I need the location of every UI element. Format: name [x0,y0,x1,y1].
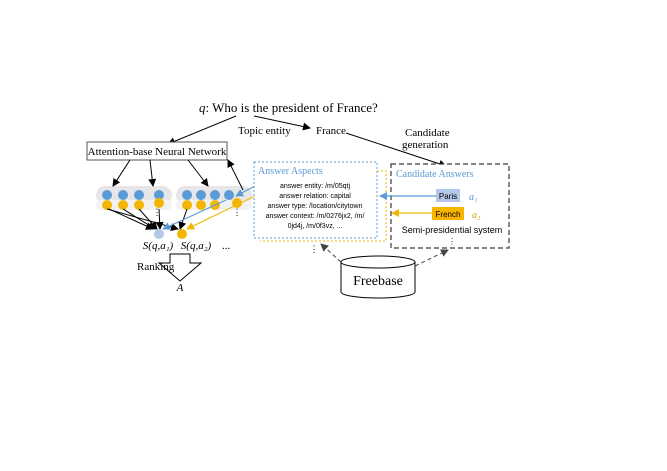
left-node-gold-2 [118,200,128,210]
right-node-3 [210,190,220,200]
right-node-gold-2 [196,200,206,210]
candidate-french-label: French [436,210,461,219]
topic-to-candidates-arrow [345,132,447,168]
question-to-network-arrow [167,115,237,146]
question-prefix: q [199,100,206,115]
left-node-gold-3 [134,200,144,210]
score-node-2 [177,229,187,239]
aspects-gold-arrow [186,195,256,230]
ranking-output: A [176,282,184,294]
aspect-line-1: answer entity: /m/05qtj [280,183,350,190]
candidate-paris-tag [436,189,460,202]
left-node-1 [102,190,112,200]
topic-entity-name: France [316,125,346,137]
left-to-score1-arrow-3 [138,208,158,230]
candidate-paris-label: Paris [439,192,457,201]
question-text: q: Who is the president of France? [199,100,378,115]
aspects-gold-bracket [260,170,387,242]
score-node-1 [154,229,164,239]
candidate-answers-box [390,163,510,249]
right-node-1 [182,190,192,200]
aspect-line-2: answer relation: capital [279,193,351,200]
candidate-paris-symbol: a₁ [469,192,477,203]
net-to-left-arrow-2 [148,159,157,187]
candidate-generation-line2: generation [402,139,449,151]
candidate-french-tag [432,207,464,220]
aspects-blue-arrow-long [162,199,227,230]
candidate-generation-line1: Candidate [405,127,450,139]
freebase-to-aspects-arrow [320,243,342,263]
candidates-vertical-ellipsis: ⋮ [448,237,456,246]
net-to-right-arrow [187,159,209,187]
left-vertical-ellipsis: ⋮ [153,207,162,217]
right-node-2 [196,190,206,200]
candidate-french-symbol: a₂ [472,210,481,221]
aspects-below-ellipsis: ⋮ [310,244,319,254]
ranking-arrow-shape [157,253,203,282]
network-box [86,141,228,161]
freebase-to-candidates-arrow [414,249,449,267]
net-to-left-arrow-1 [112,159,131,187]
candidate-answers-title: Candidate Answers [396,169,474,180]
left-node-gold-4 [154,198,164,208]
aspects-to-net-arrow [227,159,244,191]
answer-aspects-box [253,161,378,239]
topic-entity-label: Topic entity [238,125,291,137]
aspect-line-4: answer context: /m/0276jx2, /m/ [266,213,365,220]
right-node-gold-1 [182,200,192,210]
right-node-4 [224,190,234,200]
question-body: : Who is the president of France? [206,100,379,115]
freebase-database-icon [340,255,416,299]
left-node-gold-1 [102,200,112,210]
left-to-score2-arrow [106,208,179,231]
left-node-3 [134,190,144,200]
left-node-4 [154,190,164,200]
score-label-1: S(q,a₁) [143,240,174,252]
left-to-score1-arrow-2 [122,208,156,230]
question-to-topic-arrow [253,115,311,131]
candidate-other-answer: Semi-presidential system [402,225,503,235]
score-ellipsis: ... [222,240,231,252]
left-to-score1-arrow-4 [155,208,164,230]
answer-aspects-title: Answer Aspects [258,166,323,177]
freebase-label: Freebase [353,274,403,289]
aspect-line-3: answer type: /location/citytown [268,203,363,210]
left-to-score1-arrow-1 [108,208,154,230]
aspect-line-5: 0jd4j, /m/0f3vz, ... [288,223,343,230]
score-label-2: S(q,a₂) [181,240,212,252]
network-title: Attention-base Neural Network [88,146,227,158]
left-node-2 [118,190,128,200]
aspects-blue-arrow-short [235,185,256,197]
right-vertical-ellipsis: ⋮ [233,207,242,217]
ranking-label: Ranking [137,261,175,273]
